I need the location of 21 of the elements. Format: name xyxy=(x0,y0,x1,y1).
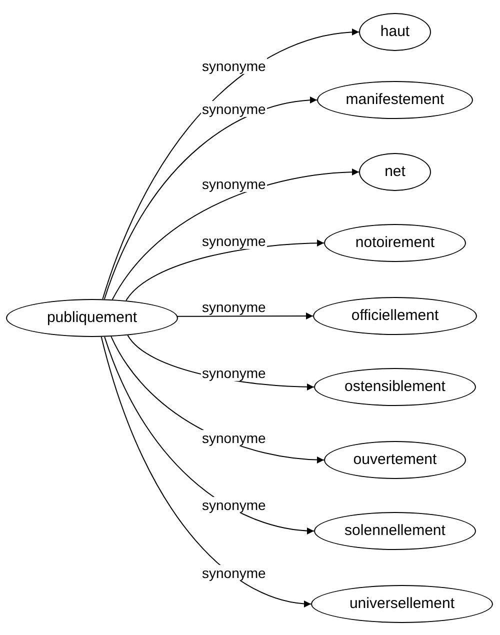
edge-label: synonyme xyxy=(201,497,267,513)
arrow xyxy=(112,168,360,300)
edge-label: synonyme xyxy=(201,565,267,582)
ellipse-node: notoirement xyxy=(324,224,466,262)
ellipse-node: solennellement xyxy=(314,512,476,550)
arrow xyxy=(126,240,324,302)
ellipse-node: ostensiblement xyxy=(314,368,476,406)
arrow xyxy=(104,96,318,300)
arrow xyxy=(102,29,360,300)
arrow xyxy=(104,336,314,534)
edge-label: synonyme xyxy=(201,58,267,74)
ellipse-node: universellement xyxy=(311,585,493,623)
ellipse-node: haut xyxy=(359,13,431,51)
edge-label: synonyme xyxy=(201,101,267,118)
ellipse-node: manifestement xyxy=(317,81,473,119)
ellipse-node: officiellement xyxy=(313,297,477,335)
ellipse-node: publiquement xyxy=(6,299,178,337)
arrow xyxy=(100,336,312,607)
ellipse-node: net xyxy=(359,153,431,191)
ellipse-node: ouvertement xyxy=(324,441,466,479)
edge-label: synonyme xyxy=(201,430,267,446)
